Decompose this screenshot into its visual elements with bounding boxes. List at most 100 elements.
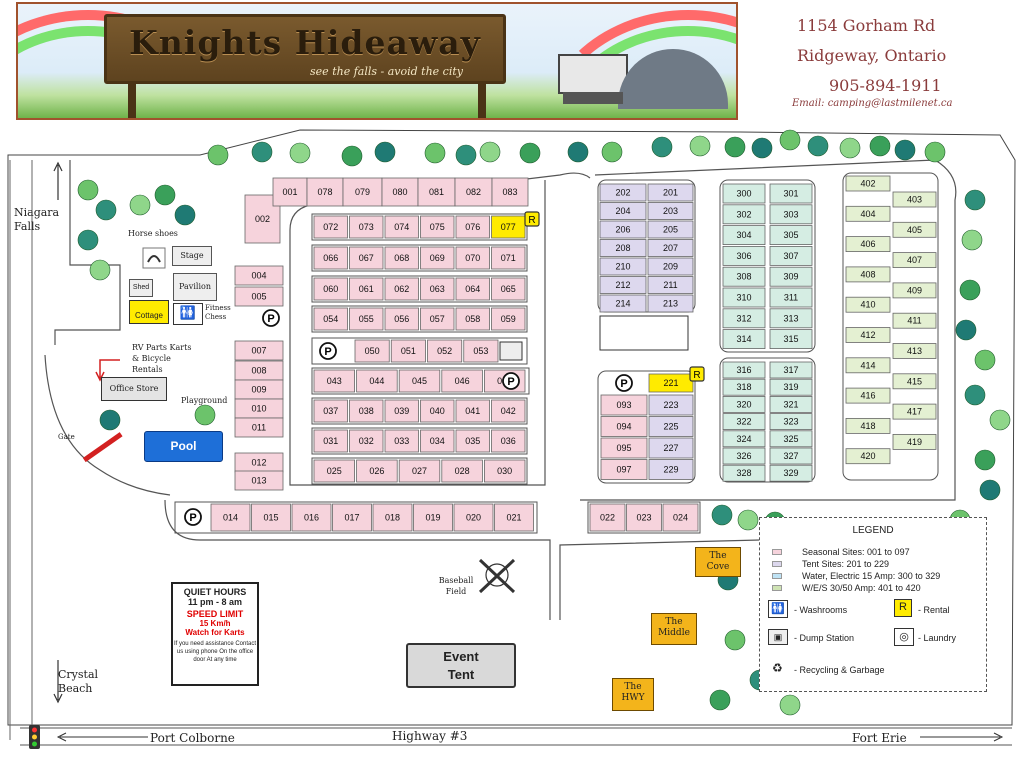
site-225[interactable]: 225: [648, 416, 694, 437]
site-060[interactable]: 060: [313, 277, 348, 301]
site-070[interactable]: 070: [455, 246, 490, 270]
site-083[interactable]: 083: [491, 177, 529, 207]
site-405[interactable]: 405: [892, 221, 937, 238]
site-031[interactable]: 031: [313, 429, 348, 453]
site-076[interactable]: 076: [455, 215, 490, 239]
site-304[interactable]: 304: [722, 225, 766, 246]
site-059[interactable]: 059: [491, 307, 526, 331]
site-072[interactable]: 072: [313, 215, 348, 239]
site-019[interactable]: 019: [413, 503, 453, 532]
site-054[interactable]: 054: [313, 307, 348, 331]
phone-number[interactable]: 905-894-1911: [829, 76, 942, 95]
site-050[interactable]: 050: [354, 339, 390, 363]
site-415[interactable]: 415: [892, 373, 937, 390]
site-410[interactable]: 410: [845, 296, 891, 313]
site-074[interactable]: 074: [384, 215, 419, 239]
site-018[interactable]: 018: [372, 503, 413, 532]
site-080[interactable]: 080: [381, 177, 419, 207]
site-053[interactable]: 053: [463, 339, 499, 363]
site-302[interactable]: 302: [722, 204, 766, 225]
site-205[interactable]: 205: [647, 220, 694, 239]
site-051[interactable]: 051: [390, 339, 426, 363]
site-211[interactable]: 211: [647, 276, 694, 294]
the-middle[interactable]: The Middle: [651, 613, 697, 645]
site-001[interactable]: 001: [272, 177, 308, 207]
site-024[interactable]: 024: [662, 503, 699, 532]
cottage-building[interactable]: Cottage: [129, 300, 169, 324]
site-094[interactable]: 094: [600, 416, 648, 437]
site-303[interactable]: 303: [769, 204, 813, 225]
site-093[interactable]: 093: [600, 394, 648, 416]
site-041[interactable]: 041: [455, 399, 490, 423]
site-057[interactable]: 057: [420, 307, 455, 331]
site-095[interactable]: 095: [600, 437, 648, 459]
site-214[interactable]: 214: [599, 294, 647, 313]
site-207[interactable]: 207: [647, 239, 694, 257]
site-317[interactable]: 317: [769, 361, 813, 379]
site-064[interactable]: 064: [455, 277, 490, 301]
site-017[interactable]: 017: [332, 503, 372, 532]
site-004[interactable]: 004: [234, 265, 284, 286]
site-404[interactable]: 404: [845, 205, 891, 222]
site-023[interactable]: 023: [626, 503, 662, 532]
site-030[interactable]: 030: [483, 459, 526, 483]
site-313[interactable]: 313: [769, 308, 813, 329]
site-312[interactable]: 312: [722, 308, 766, 329]
site-316[interactable]: 316: [722, 361, 766, 379]
site-305[interactable]: 305: [769, 225, 813, 246]
site-318[interactable]: 318: [722, 378, 766, 396]
site-073[interactable]: 073: [349, 215, 384, 239]
site-413[interactable]: 413: [892, 343, 937, 359]
site-412[interactable]: 412: [845, 327, 891, 343]
site-021[interactable]: 021: [494, 503, 534, 532]
site-326[interactable]: 326: [722, 447, 766, 465]
site-009[interactable]: 009: [234, 379, 284, 400]
site-411[interactable]: 411: [892, 312, 937, 329]
site-012[interactable]: 012: [234, 452, 284, 473]
site-212[interactable]: 212: [599, 276, 647, 294]
site-097[interactable]: 097: [600, 459, 648, 480]
site-301[interactable]: 301: [769, 183, 813, 204]
site-035[interactable]: 035: [455, 429, 490, 453]
site-311[interactable]: 311: [769, 287, 813, 308]
site-323[interactable]: 323: [769, 413, 813, 431]
site-201[interactable]: 201: [647, 183, 694, 202]
site-037[interactable]: 037: [313, 399, 348, 423]
site-071[interactable]: 071: [491, 246, 526, 270]
site-416[interactable]: 416: [845, 387, 891, 404]
site-300[interactable]: 300: [722, 183, 766, 204]
site-209[interactable]: 209: [647, 257, 694, 276]
site-328[interactable]: 328: [722, 464, 766, 482]
site-026[interactable]: 026: [356, 459, 398, 483]
site-206[interactable]: 206: [599, 220, 647, 239]
site-025[interactable]: 025: [313, 459, 355, 483]
site-007[interactable]: 007: [234, 340, 284, 361]
site-409[interactable]: 409: [892, 282, 937, 299]
site-223[interactable]: 223: [648, 394, 694, 416]
site-068[interactable]: 068: [384, 246, 419, 270]
site-039[interactable]: 039: [384, 399, 419, 423]
site-314[interactable]: 314: [722, 329, 766, 350]
site-027[interactable]: 027: [398, 459, 441, 483]
site-417[interactable]: 417: [892, 403, 937, 420]
the-cove[interactable]: The Cove: [695, 547, 741, 577]
site-406[interactable]: 406: [845, 236, 891, 253]
site-044[interactable]: 044: [356, 369, 398, 393]
site-077[interactable]: 077: [491, 215, 526, 239]
site-204[interactable]: 204: [599, 202, 647, 220]
site-067[interactable]: 067: [349, 246, 384, 270]
site-414[interactable]: 414: [845, 357, 891, 374]
site-014[interactable]: 014: [210, 503, 251, 532]
site-061[interactable]: 061: [349, 277, 384, 301]
site-307[interactable]: 307: [769, 245, 813, 266]
site-403[interactable]: 403: [892, 191, 937, 208]
site-324[interactable]: 324: [722, 430, 766, 448]
site-322[interactable]: 322: [722, 413, 766, 431]
site-055[interactable]: 055: [349, 307, 384, 331]
site-213[interactable]: 213: [647, 294, 694, 313]
site-407[interactable]: 407: [892, 252, 937, 269]
site-058[interactable]: 058: [455, 307, 490, 331]
site-065[interactable]: 065: [491, 277, 526, 301]
site-079[interactable]: 079: [342, 177, 383, 207]
site-028[interactable]: 028: [441, 459, 483, 483]
